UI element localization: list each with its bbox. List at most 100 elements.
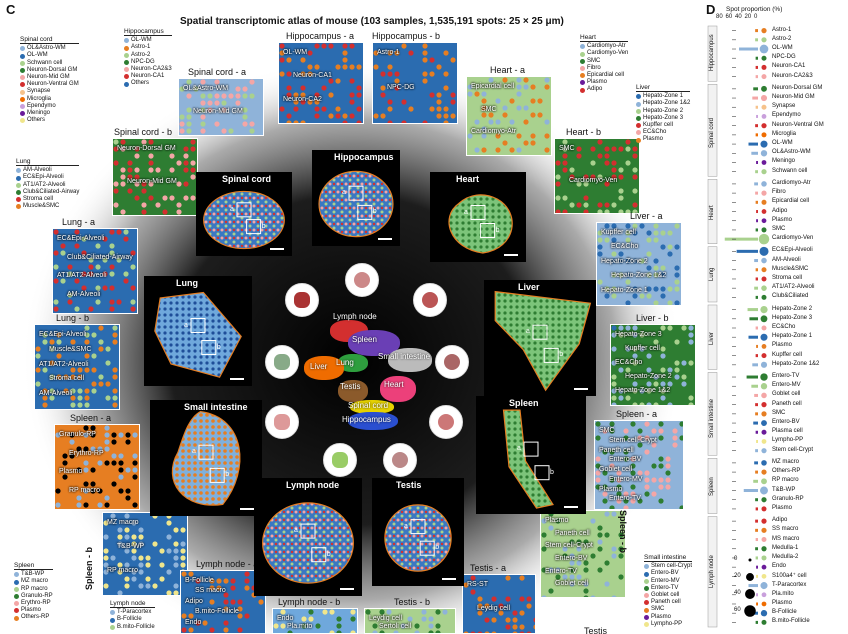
- tile-region-label: Paneth cell: [555, 529, 590, 537]
- legend-item: OL&Astro-WM: [20, 45, 79, 52]
- legend-item: NPC-DG: [124, 59, 172, 66]
- inset-label-b: b: [550, 468, 554, 476]
- legend-item: EC&Epi-Alveoli: [16, 174, 79, 181]
- legend-swatch: [20, 96, 25, 102]
- d-row-label: Plasmo: [772, 216, 793, 223]
- organ-icon-circle: [345, 263, 379, 297]
- legend-item: Stem cell-Crypt: [644, 563, 692, 570]
- d-row-label: Neuron-Mid GM: [772, 94, 815, 101]
- legend-title: Hippocampus: [124, 28, 172, 37]
- d-row-label: Medulla-1: [772, 544, 799, 551]
- legend-swatch: [20, 111, 25, 117]
- d-bar: [755, 470, 758, 474]
- legend-swatch: [14, 593, 19, 599]
- tile-caption-heart-a: Heart - a: [490, 65, 526, 75]
- legend-label: B-Follicle: [117, 616, 142, 623]
- tile-spot-grid: [179, 79, 255, 134]
- tile-region-label: Club&Ciliated-Airway: [67, 253, 133, 261]
- d-row-label: SS macro: [772, 526, 799, 533]
- tile-caption-spleen-a-right: Spleen - a: [616, 409, 658, 419]
- legend-label: Neuron-Mid GM: [27, 74, 70, 81]
- center-label-testis: Testis: [340, 382, 361, 391]
- legend-label: Hepato-Zone 1: [643, 93, 684, 100]
- center-label-si: Small intestine: [378, 352, 431, 361]
- legend-swatch: [580, 58, 585, 64]
- d-bar: [755, 105, 758, 109]
- legend-label: OL-WM: [131, 37, 152, 44]
- legend-swatch: [14, 586, 19, 592]
- legend-item: Neuron-Ventral GM: [20, 81, 79, 88]
- tile-region-label: EC&Epi-Alveoli: [39, 331, 87, 338]
- d-row-label: Plasmo: [772, 342, 793, 349]
- d-dot: [760, 94, 768, 102]
- legend-label: Adipo: [587, 86, 603, 93]
- d-bar: [755, 620, 758, 624]
- d-dot: [761, 460, 767, 466]
- legend-swatch: [124, 59, 129, 65]
- d-bar: [746, 375, 758, 379]
- legend-label: AT1/AT2-Alveoli: [23, 181, 66, 188]
- d-dot: [761, 353, 767, 359]
- legend-swatch: [636, 101, 641, 107]
- d-row-label: Microglia: [772, 130, 797, 137]
- tile-caption-lung-a: Lung - a: [62, 217, 96, 227]
- d-dot: [760, 610, 768, 617]
- inset-label-a: a: [404, 522, 408, 530]
- d-dot: [761, 546, 767, 552]
- legend-swatch: [580, 87, 585, 93]
- legend-swatch: [644, 564, 649, 570]
- legend-item: B-Follicle: [110, 616, 155, 623]
- legend-title: Lymph node: [110, 600, 155, 609]
- d-row-label: Hepato-Zone 1: [772, 333, 813, 340]
- d-group-bracket: [707, 458, 718, 514]
- d-axis-tick: 20: [744, 14, 752, 20]
- tile-spot-grid: [611, 325, 694, 405]
- d-row-label: Neuron-Dorsal GM: [772, 84, 823, 91]
- tile-region-label: Goblet cell: [555, 580, 589, 588]
- legend-label: Others-RP: [21, 614, 50, 621]
- legend-label: T-Paracortex: [117, 609, 152, 616]
- tile-region-label: Neuron-Mid GM: [193, 108, 243, 115]
- legend-swatch: [644, 600, 649, 606]
- legend-item: Cardiomyo-Ven: [580, 50, 628, 57]
- tile-spot-grid: [181, 571, 264, 633]
- d-bar: [755, 191, 758, 195]
- d-bar: [755, 29, 758, 33]
- tile-region-label: OL-WM: [283, 49, 308, 56]
- center-label-lymph: Lymph node: [333, 312, 377, 321]
- d-row-label: MS macro: [772, 535, 800, 542]
- legend-item: Neuron-CA2&3: [124, 66, 172, 73]
- d-dot: [761, 285, 767, 291]
- d-bar: [747, 308, 758, 312]
- d-bar: [755, 547, 758, 551]
- d-bar: [755, 498, 758, 502]
- legend-swatch: [20, 82, 25, 88]
- d-bar: [751, 384, 758, 388]
- d-bar: [756, 160, 758, 164]
- d-row-label: Entero-MV: [772, 382, 801, 389]
- legend-item: Neuron-Dorsal GM: [20, 67, 79, 74]
- tile-region-label: Neuron-CA2: [283, 95, 322, 103]
- d-bar: [755, 38, 758, 42]
- tile-region-label: EC&Cho: [615, 359, 643, 366]
- legend-label: Paneth cell: [651, 599, 681, 606]
- inset-label-a: a: [294, 527, 298, 535]
- d-row-label: Cardiomyo-Atr: [772, 179, 811, 186]
- legend-swatch: [20, 46, 25, 52]
- d-row-label: Neuron-CA2&3: [772, 72, 813, 79]
- legend-label: B.mito-Follicle: [117, 623, 155, 630]
- tile-region-label: SMC: [599, 427, 615, 434]
- legend-label: Cardiomyo-Ven: [587, 50, 629, 57]
- d-dot: [761, 190, 767, 196]
- tile-region-label: Paneth cell: [599, 446, 634, 454]
- d-row-label: T-Paracortex: [772, 581, 807, 588]
- tile-caption-testis-b: Testis - b: [394, 597, 431, 607]
- tile-caption-testis: Testis: [584, 626, 608, 634]
- d-bar: [755, 538, 758, 542]
- legend-item: Synapse: [20, 88, 79, 95]
- d-dot: [761, 564, 767, 570]
- inset-label-a: a: [517, 445, 521, 453]
- legend-label: Entero-BV: [651, 570, 679, 577]
- tile-region-label: Epicardial cell: [471, 83, 515, 90]
